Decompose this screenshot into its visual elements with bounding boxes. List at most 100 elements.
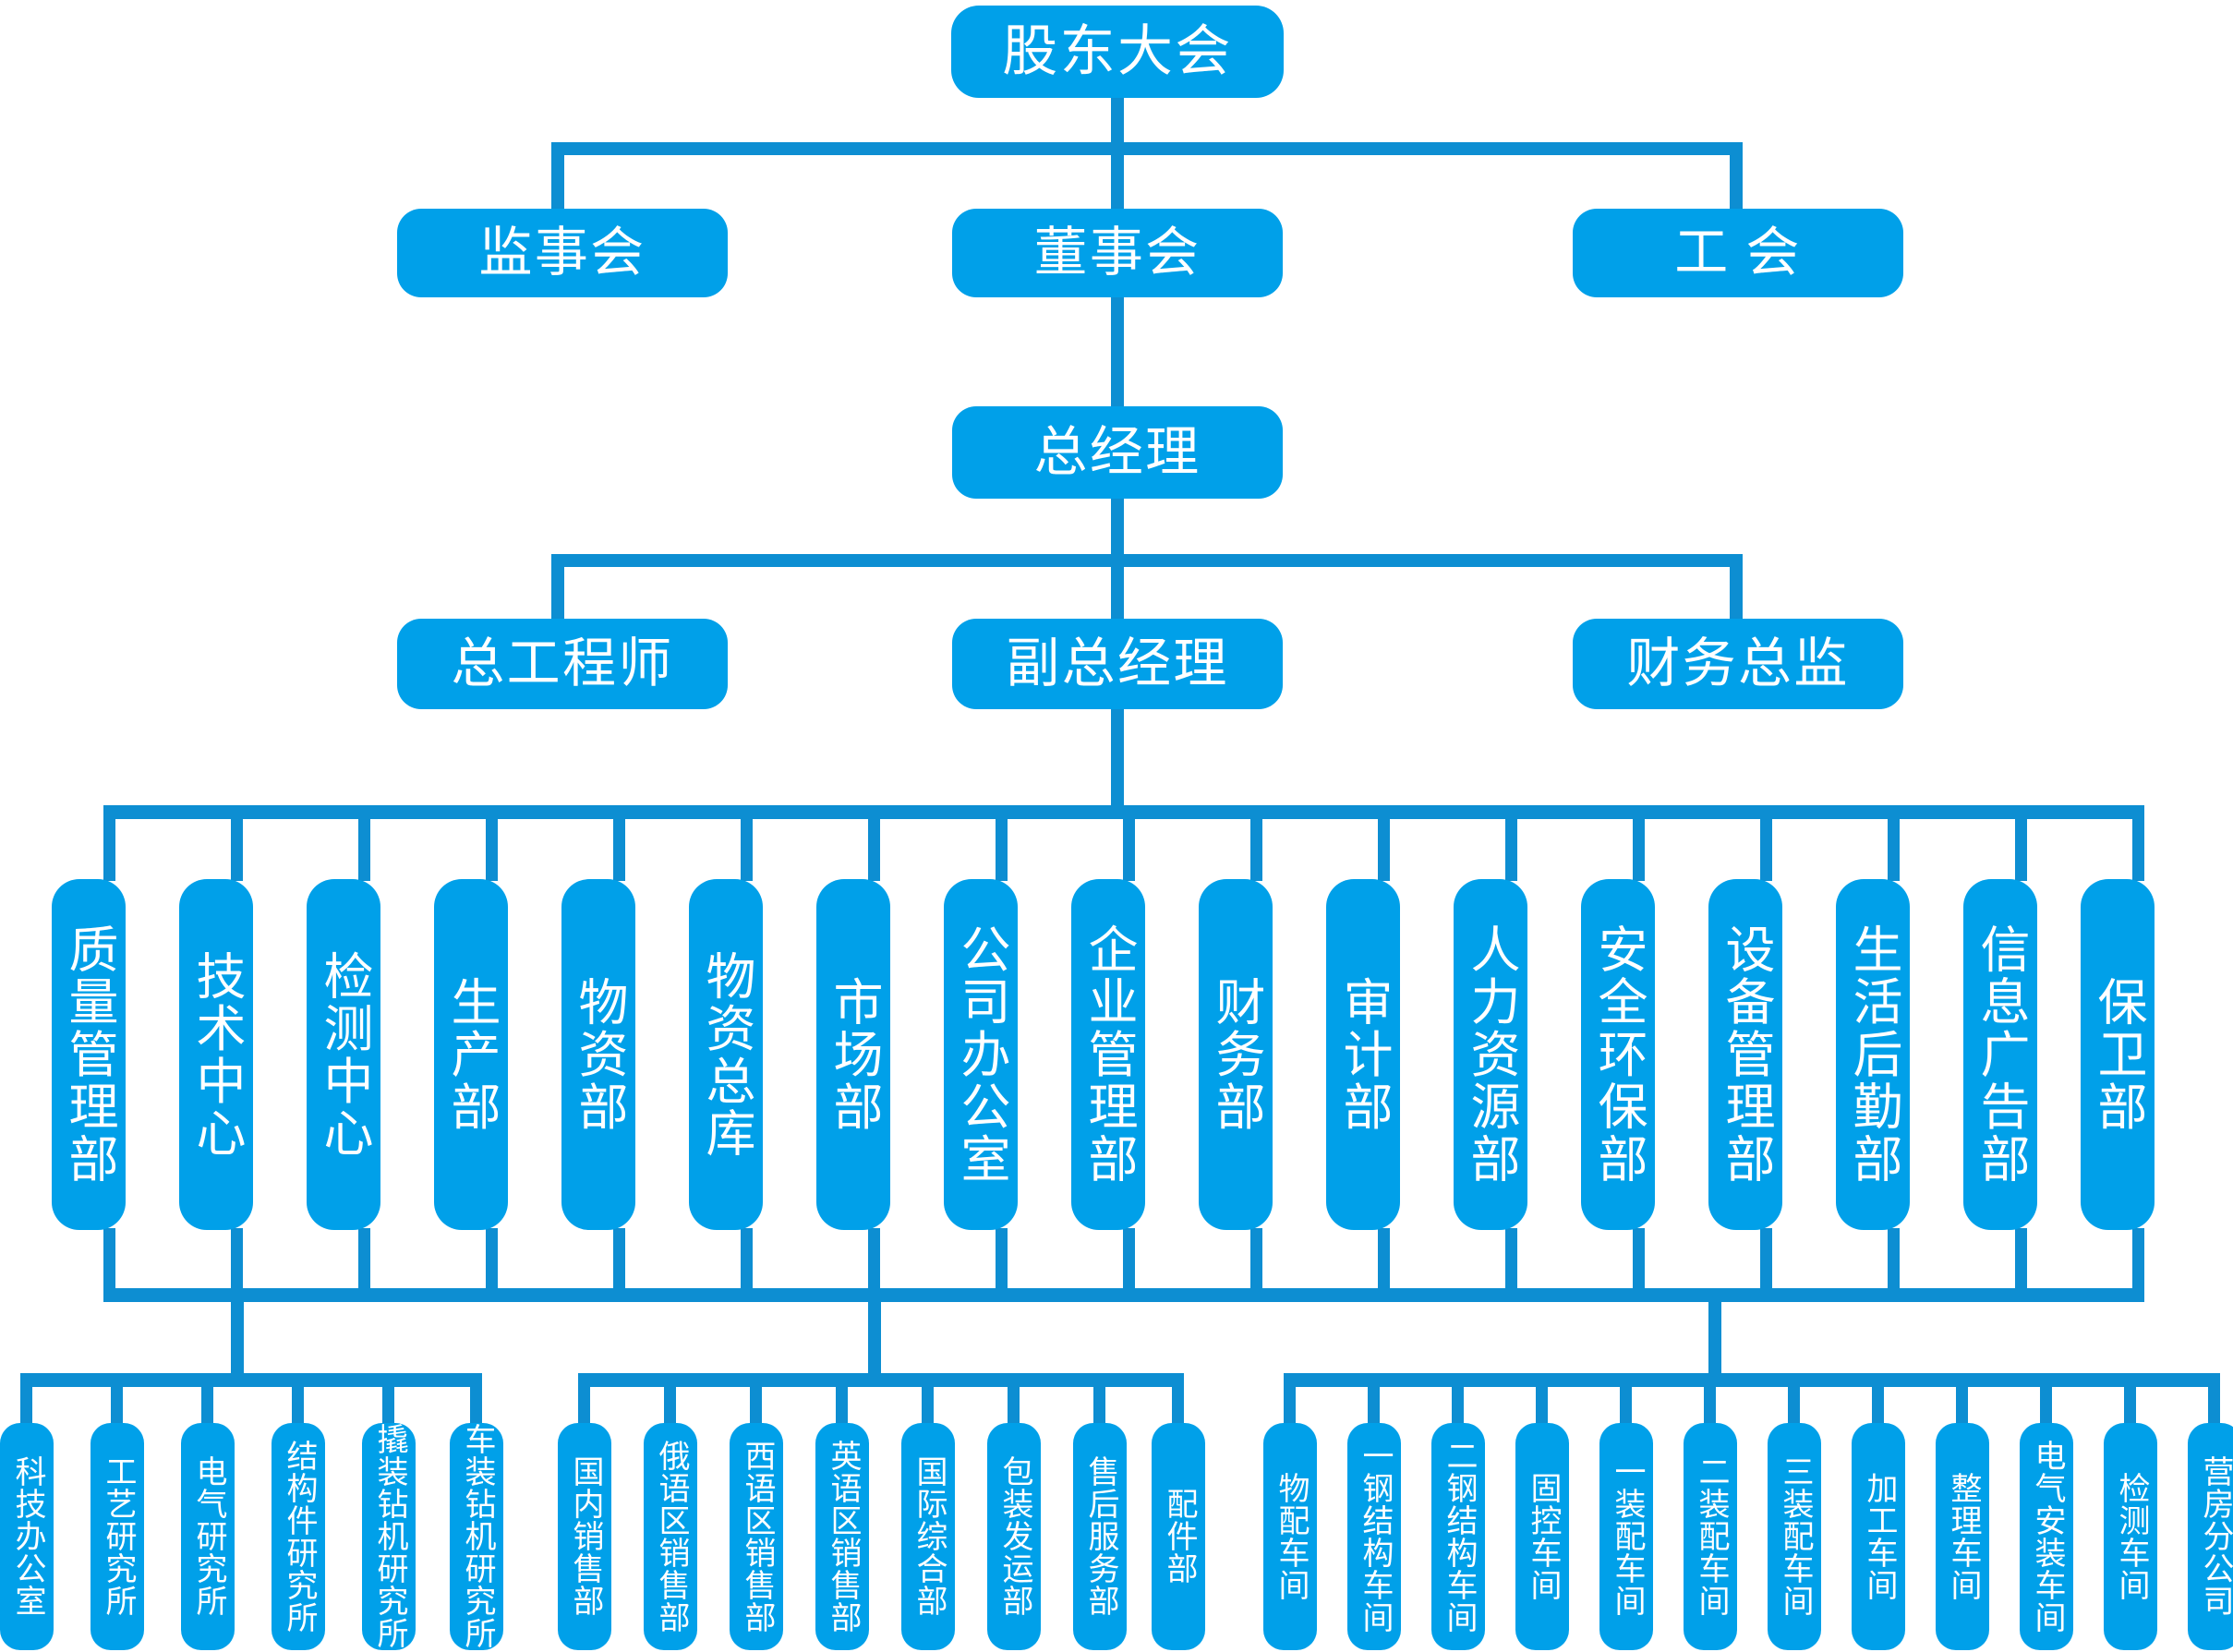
node-dept-safety-environment[interactable]: 安全环保部 bbox=[1581, 879, 1655, 1230]
connector-group-tech-stub-2 bbox=[111, 1373, 123, 1432]
connector-group-prod-stub-12 bbox=[2208, 1373, 2220, 1432]
node-dept-living-logistics[interactable]: 生活后勤部 bbox=[1836, 879, 1910, 1230]
connector-dept-stub-top-9 bbox=[1123, 805, 1135, 881]
connector-group-market-stub-8 bbox=[1172, 1373, 1184, 1432]
node-sub-steel-structure-workshop-2[interactable]: 二钢结构车间 bbox=[1431, 1423, 1485, 1650]
connector-group-market-stub-4 bbox=[836, 1373, 848, 1432]
node-sub-finishing-workshop[interactable]: 整理车间 bbox=[1936, 1423, 1989, 1650]
node-deputy-general-manager[interactable]: 副总经理 bbox=[952, 619, 1283, 709]
node-sub-testing-workshop[interactable]: 检测车间 bbox=[2104, 1423, 2157, 1650]
connector-group-tech-stub-3 bbox=[201, 1373, 213, 1432]
node-sub-electrical-install-workshop[interactable]: 电气安装车间 bbox=[2020, 1423, 2073, 1650]
connector-subgroup-market-drop bbox=[868, 1288, 881, 1379]
node-sub-international-general[interactable]: 国际综合部 bbox=[901, 1423, 955, 1650]
connector-group-prod-stub-2 bbox=[1368, 1373, 1380, 1432]
node-sub-russian-sales[interactable]: 俄语区销售部 bbox=[644, 1423, 697, 1650]
connector-dept-stub-top-4 bbox=[486, 805, 498, 881]
connector-dept-stub-bot-7 bbox=[868, 1228, 880, 1295]
node-sub-machining-workshop[interactable]: 加工车间 bbox=[1852, 1423, 1905, 1650]
connector-dept-stub-bot-12 bbox=[1505, 1228, 1517, 1295]
connector-group-market-stub-6 bbox=[1008, 1373, 1020, 1432]
connector-dept-stub-bot-9 bbox=[1123, 1228, 1135, 1295]
node-sub-tech-office[interactable]: 科技办公室 bbox=[0, 1423, 54, 1650]
node-supervisory-board[interactable]: 监事会 bbox=[397, 209, 728, 297]
connector-l4-drop-left bbox=[551, 554, 564, 621]
connector-group-prod-stub-4 bbox=[1536, 1373, 1548, 1432]
connector-dept-stub-top-1 bbox=[103, 805, 115, 881]
node-labor-union[interactable]: 工 会 bbox=[1573, 209, 1903, 297]
connector-dept-stub-bot-10 bbox=[1250, 1228, 1262, 1295]
node-sub-assembly-workshop-1[interactable]: 一装配车间 bbox=[1599, 1423, 1653, 1650]
connector-subgroup-tech-drop bbox=[231, 1288, 244, 1379]
connector-group-prod-stub-5 bbox=[1620, 1373, 1632, 1432]
node-sub-material-distribution-workshop[interactable]: 物配车间 bbox=[1263, 1423, 1317, 1650]
connector-dept-stub-top-16 bbox=[2015, 805, 2027, 881]
connector-l4-drop-mid bbox=[1111, 554, 1124, 621]
node-cfo[interactable]: 财务总监 bbox=[1573, 619, 1903, 709]
connector-group-prod-stub-10 bbox=[2040, 1373, 2052, 1432]
connector-board-to-gm bbox=[1111, 297, 1124, 408]
node-sub-english-sales[interactable]: 英语区销售部 bbox=[815, 1423, 869, 1650]
node-sub-spare-parts[interactable]: 配件部 bbox=[1152, 1423, 1205, 1650]
connector-dept-stub-bot-2 bbox=[231, 1228, 243, 1295]
node-dept-audit[interactable]: 审计部 bbox=[1326, 879, 1400, 1230]
node-chief-engineer[interactable]: 总工程师 bbox=[397, 619, 728, 709]
node-general-manager[interactable]: 总经理 bbox=[952, 406, 1283, 499]
connector-l2-drop-left bbox=[551, 142, 564, 211]
node-sub-assembly-workshop-2[interactable]: 二装配车间 bbox=[1684, 1423, 1737, 1650]
node-shareholders-meeting[interactable]: 股东大会 bbox=[951, 6, 1284, 98]
node-sub-skid-rig-institute[interactable]: 撬装钻机研究所 bbox=[362, 1423, 416, 1650]
node-dept-quality-management[interactable]: 质量管理部 bbox=[52, 879, 126, 1230]
connector-dept-stub-bot-1 bbox=[103, 1228, 115, 1295]
node-dept-enterprise-management[interactable]: 企业管理部 bbox=[1071, 879, 1145, 1230]
node-board-of-directors[interactable]: 董事会 bbox=[952, 209, 1283, 297]
connector-group-prod-stub-8 bbox=[1872, 1373, 1884, 1432]
node-sub-steel-structure-workshop-1[interactable]: 一钢结构车间 bbox=[1347, 1423, 1401, 1650]
connector-dept-stub-top-11 bbox=[1378, 805, 1390, 881]
connector-l2-drop-mid bbox=[1111, 142, 1124, 211]
node-dept-equipment-management[interactable]: 设备管理部 bbox=[1708, 879, 1782, 1230]
connector-gm-drop bbox=[1111, 499, 1124, 560]
node-dept-information-advertising[interactable]: 信息广告部 bbox=[1963, 879, 2037, 1230]
connector-group-market-stub-5 bbox=[922, 1373, 934, 1432]
node-sub-domestic-sales[interactable]: 国内销售部 bbox=[558, 1423, 611, 1650]
connector-dept-stub-bot-6 bbox=[741, 1228, 753, 1295]
connector-dept-stub-bot-5 bbox=[613, 1228, 625, 1295]
connector-dept-stub-top-13 bbox=[1633, 805, 1645, 881]
node-dept-marketing[interactable]: 市场部 bbox=[816, 879, 890, 1230]
connector-l4-drop-right bbox=[1730, 554, 1743, 621]
node-sub-after-sales[interactable]: 售后服务部 bbox=[1073, 1423, 1127, 1650]
node-dept-finance[interactable]: 财务部 bbox=[1199, 879, 1273, 1230]
connector-group-market-bus bbox=[578, 1373, 1184, 1387]
connector-group-tech-stub-6 bbox=[470, 1373, 482, 1432]
node-dept-production[interactable]: 生产部 bbox=[434, 879, 508, 1230]
connector-dept-stub-bot-14 bbox=[1760, 1228, 1772, 1295]
connector-l4-bus bbox=[551, 554, 1743, 567]
connector-l2-bus bbox=[551, 142, 1743, 155]
node-sub-barracks-branch[interactable]: 营房分公司 bbox=[2188, 1423, 2233, 1650]
connector-group-prod-stub-7 bbox=[1788, 1373, 1800, 1432]
connector-group-tech-stub-1 bbox=[20, 1373, 32, 1432]
node-dept-human-resources[interactable]: 人力资源部 bbox=[1454, 879, 1527, 1230]
node-dept-material-warehouse[interactable]: 物资总库 bbox=[689, 879, 763, 1230]
node-sub-spanish-sales[interactable]: 西语区销售部 bbox=[730, 1423, 783, 1650]
node-dept-technology-center[interactable]: 技术中心 bbox=[179, 879, 253, 1230]
node-dept-testing-center[interactable]: 检测中心 bbox=[307, 879, 380, 1230]
node-dept-materials[interactable]: 物资部 bbox=[561, 879, 635, 1230]
node-dept-security[interactable]: 保卫部 bbox=[2081, 879, 2155, 1230]
node-sub-packaging-shipping[interactable]: 包装发运部 bbox=[987, 1423, 1041, 1650]
node-sub-structure-institute[interactable]: 结构件研究所 bbox=[272, 1423, 325, 1650]
connector-l1-drop bbox=[1111, 98, 1124, 148]
node-sub-process-institute[interactable]: 工艺研究所 bbox=[91, 1423, 144, 1650]
connector-dept-stub-bot-11 bbox=[1378, 1228, 1390, 1295]
connector-dept-stub-top-3 bbox=[358, 805, 370, 881]
connector-group-tech-stub-5 bbox=[382, 1373, 394, 1432]
node-sub-solids-control-workshop[interactable]: 固控车间 bbox=[1515, 1423, 1569, 1650]
connector-dept-stub-top-8 bbox=[996, 805, 1008, 881]
node-sub-assembly-workshop-3[interactable]: 三装配车间 bbox=[1768, 1423, 1821, 1650]
node-sub-truck-rig-institute[interactable]: 车装钻机研究所 bbox=[450, 1423, 503, 1650]
node-dept-company-office[interactable]: 公司办公室 bbox=[944, 879, 1018, 1230]
connector-l2-drop-right bbox=[1730, 142, 1743, 211]
node-sub-electrical-institute[interactable]: 电气研究所 bbox=[181, 1423, 235, 1650]
